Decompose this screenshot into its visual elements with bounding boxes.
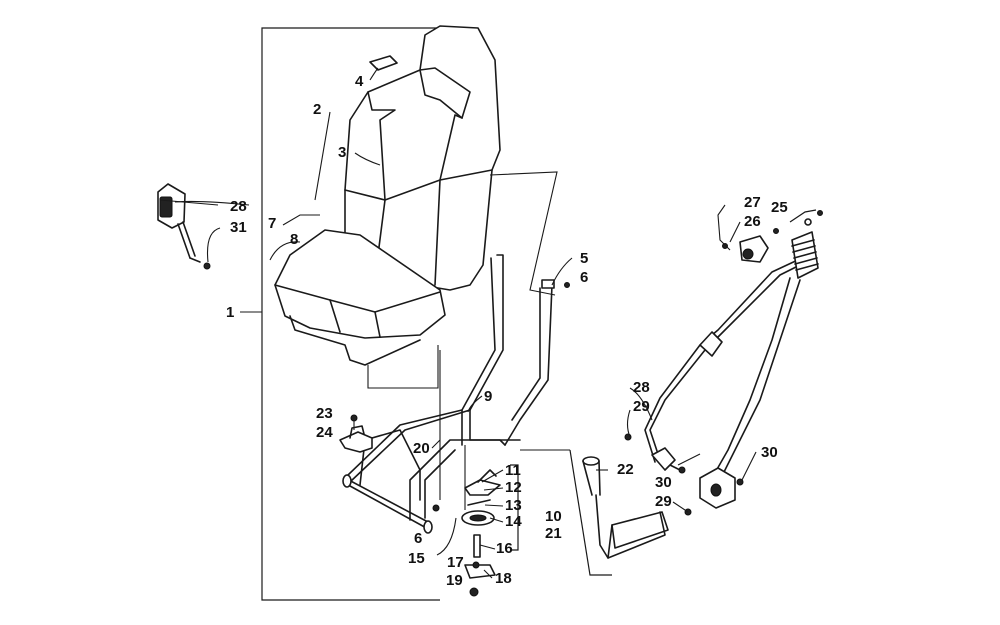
callout-20: 20 bbox=[413, 440, 430, 457]
callout-31: 31 bbox=[230, 219, 247, 236]
seatbelt-anchor-bracket bbox=[520, 449, 669, 576]
callout-17: 17 bbox=[447, 554, 464, 571]
callout-4: 4 bbox=[355, 73, 364, 90]
callout-7: 7 bbox=[268, 215, 276, 232]
callout-16: 16 bbox=[496, 540, 513, 557]
latch-assembly bbox=[432, 350, 501, 597]
callout-9: 9 bbox=[484, 388, 492, 405]
frame-tube-end bbox=[541, 279, 555, 289]
callout-26: 26 bbox=[744, 213, 761, 230]
callout-1: 1 bbox=[226, 304, 234, 321]
callout-2: 2 bbox=[313, 101, 321, 118]
callout-12: 12 bbox=[505, 479, 522, 496]
seat-frame bbox=[342, 254, 553, 534]
callout-10: 10 bbox=[545, 508, 562, 525]
left-seatbelt-buckle bbox=[157, 183, 211, 270]
callout-29-upper: 29 bbox=[633, 398, 650, 415]
callout-27: 27 bbox=[744, 194, 761, 211]
leader-lines bbox=[159, 67, 757, 579]
seat-tag bbox=[369, 55, 398, 71]
seatbelt-retractor bbox=[624, 204, 823, 516]
callout-11: 11 bbox=[505, 462, 521, 479]
callout-labels: 1 2 3 4 5 6 6 7 8 9 10 11 12 13 14 15 16… bbox=[226, 73, 788, 589]
callout-30-right: 30 bbox=[761, 444, 778, 461]
callout-3: 3 bbox=[338, 144, 346, 161]
mount-bracket bbox=[339, 414, 373, 453]
callout-5: 5 bbox=[580, 250, 588, 267]
callout-28-right: 28 bbox=[633, 379, 650, 396]
callout-22: 22 bbox=[617, 461, 634, 478]
callout-19: 19 bbox=[446, 572, 463, 589]
callout-18: 18 bbox=[495, 570, 512, 587]
seat-cushion bbox=[274, 229, 446, 366]
callout-23: 23 bbox=[316, 405, 333, 422]
callout-25: 25 bbox=[771, 199, 788, 216]
bolt-6-upper bbox=[564, 282, 570, 288]
seat-base-outline bbox=[367, 171, 558, 389]
callout-15: 15 bbox=[408, 550, 425, 567]
callout-29-lower: 29 bbox=[655, 493, 672, 510]
callout-21: 21 bbox=[545, 525, 562, 542]
callout-28-left: 28 bbox=[230, 198, 247, 215]
latch-group-bracket bbox=[510, 464, 519, 551]
callout-8: 8 bbox=[290, 231, 298, 248]
seat-assembly-bracket bbox=[240, 27, 440, 601]
callout-13: 13 bbox=[505, 497, 522, 514]
callout-6-upper: 6 bbox=[580, 269, 588, 286]
callout-30-left: 30 bbox=[655, 474, 672, 491]
callout-6-lower: 6 bbox=[414, 530, 422, 547]
callout-14: 14 bbox=[505, 513, 522, 530]
callout-24: 24 bbox=[316, 424, 333, 441]
